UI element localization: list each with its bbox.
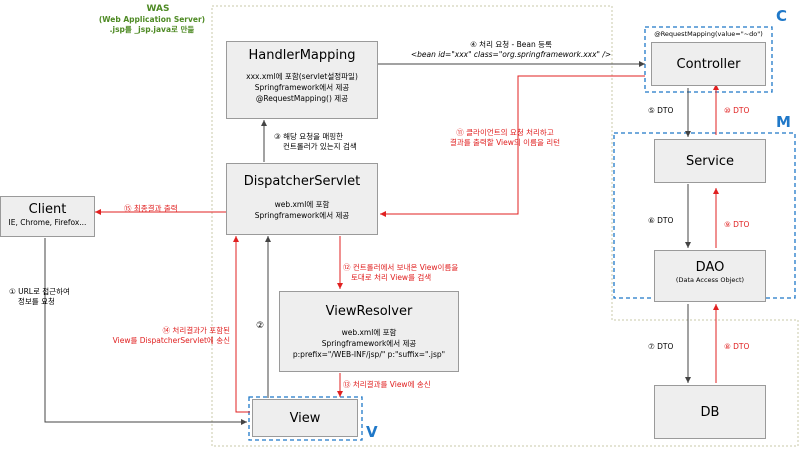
label-step15: ⑮ 최종결과 출력 <box>124 204 178 213</box>
was-border <box>211 5 799 447</box>
label-step10: ⑩ DTO <box>724 106 750 115</box>
dispatcher-servlet-line: web.xml에 포함 <box>274 200 330 209</box>
view-box: View <box>252 399 358 437</box>
label-step3-line: ③ 해당 요청을 매핑한 <box>274 132 344 141</box>
controller-box: Controller <box>651 42 766 86</box>
controller-title: Controller <box>676 57 741 72</box>
label-step12-line: ⑫ 컨트롤러에서 보내온 View이름을 <box>343 263 459 272</box>
group-m-label: M <box>776 113 791 131</box>
db-box: DB <box>654 385 766 439</box>
client-line: IE, Chrome, Firefox... <box>8 218 87 227</box>
label-step12-line: 토대로 처리 View를 검색 <box>351 273 432 282</box>
client-title: Client <box>28 202 67 217</box>
handler-mapping-line: @RequestMapping() 제공 <box>255 94 349 103</box>
view-resolver-box: ViewResolver web.xml에 포함 Springframework… <box>279 291 459 372</box>
dao-title: DAO <box>695 260 725 275</box>
label-step14: ⑭ 처리결과가 포함된 View를 DispatcherServlet에 송신 <box>104 326 230 346</box>
group-c-border <box>644 26 773 93</box>
dispatcher-servlet-title: DispatcherServlet <box>243 174 361 189</box>
dispatcher-servlet-box: DispatcherServlet web.xml에 포함 Springfram… <box>226 163 378 235</box>
dao-box: DAO (Data Access Object) <box>654 250 766 302</box>
group-c-label: C <box>776 7 788 25</box>
view-resolver-line: web.xml에 포함 <box>341 328 397 337</box>
label-step14-line: View를 DispatcherServlet에 송신 <box>112 336 230 345</box>
label-step1-line: 정보를 요청 <box>18 297 55 306</box>
label-step13: ⑬ 처리결과를 View에 송신 <box>343 380 431 389</box>
client-box: Client IE, Chrome, Firefox... <box>0 196 95 237</box>
group-v-border <box>248 396 363 441</box>
label-step1: ① URL로 접근하여 정보를 요청 <box>9 287 70 307</box>
label-step8: ⑧ DTO <box>724 342 750 351</box>
arrow-step11 <box>380 75 645 217</box>
label-step7: ⑦ DTO <box>648 342 674 351</box>
label-step4-line: ④ 처리 요청 - Bean 등록 <box>470 40 552 49</box>
dispatcher-servlet-line: Springframework에서 제공 <box>254 211 350 220</box>
arrow-step14 <box>233 236 250 413</box>
label-step4: ④ 처리 요청 - Bean 등록 <bean id="xxx" class="… <box>396 40 626 60</box>
label-step4-line: <bean id="xxx" class="org.springframewor… <box>410 50 612 59</box>
label-step3: ③ 해당 요청을 매핑한 컨트롤러가 있는지 검색 <box>274 132 357 152</box>
label-step5: ⑤ DTO <box>648 106 674 115</box>
label-step12: ⑫ 컨트롤러에서 보내온 View이름을 토대로 처리 View를 검색 <box>343 263 458 283</box>
view-resolver-title: ViewResolver <box>325 304 413 319</box>
view-resolver-line: p:prefix="/WEB-INF/jsp/" p:"suffix=".jsp… <box>292 350 446 359</box>
label-step1-line: ① URL로 접근하여 <box>9 287 70 296</box>
view-resolver-line: Springframework에서 제공 <box>321 339 417 348</box>
db-title: DB <box>700 405 720 420</box>
group-v-label: V <box>366 423 378 441</box>
dao-line: (Data Access Object) <box>675 276 745 284</box>
label-step3-line: 컨트롤러가 있는지 검색 <box>283 142 357 151</box>
label-step11: ⑪ 클라이언트의 요청 처리하고 결과를 출력할 View의 이름을 리턴 <box>420 128 590 148</box>
handler-mapping-title: HandlerMapping <box>248 48 356 63</box>
service-title: Service <box>685 154 735 169</box>
was-note: .jsp를 _jsp.java로 만듦 <box>109 25 195 34</box>
controller-annotation: @RequestMapping(value="~do") <box>654 30 763 38</box>
arrow-step1 <box>44 238 247 425</box>
was-subtitle: (Web Application Server) <box>98 15 206 24</box>
label-step6: ⑥ DTO <box>648 216 674 225</box>
was-title: WAS <box>146 4 170 14</box>
handler-mapping-line: Springframework에서 제공 <box>254 83 350 92</box>
label-step11-line: 결과를 출력할 View의 이름을 리턴 <box>449 138 561 147</box>
handler-mapping-box: HandlerMapping xxx.xml에 포함(servlet설정파일) … <box>226 41 378 119</box>
view-title: View <box>289 411 321 426</box>
label-step9: ⑨ DTO <box>724 220 750 229</box>
label-step11-line: ⑪ 클라이언트의 요청 처리하고 <box>456 128 554 137</box>
handler-mapping-line: xxx.xml에 포함(servlet설정파일) <box>246 72 358 81</box>
service-box: Service <box>654 139 766 183</box>
label-step14-line: ⑭ 처리결과가 포함된 <box>162 326 230 335</box>
label-step2: ② <box>256 321 265 331</box>
